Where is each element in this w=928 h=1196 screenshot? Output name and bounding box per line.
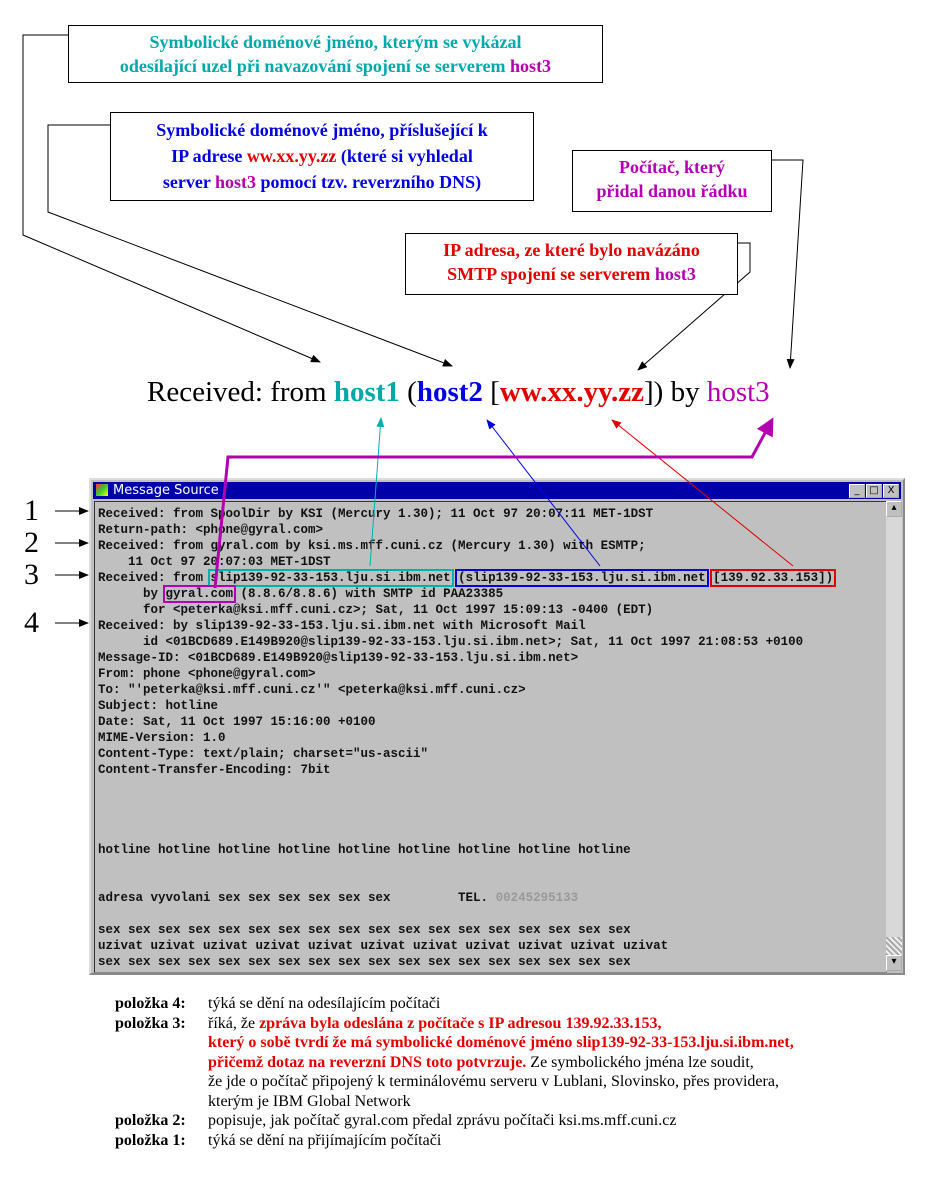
note-text: kterým je IBM Global Network [208,1092,411,1110]
note-label: položka 4: [115,995,186,1012]
host2-callout: Symbolické doménové jméno, příslušející … [110,112,534,201]
note-text: popisuje, jak počítač gyral.com předal z… [208,1112,677,1129]
host1-callout: Symbolické doménové jméno, kterým se vyk… [68,25,603,83]
host2-callout-arrow [47,124,453,367]
note-text: Ze symbolického jména lze soudit, [526,1053,754,1071]
header-line: (8.8.6/8.8.6) with SMTP id PAA23385 [233,587,504,601]
scroll-thumb[interactable] [886,937,902,955]
note-label: položka 2: [115,1112,186,1129]
scroll-up-button[interactable]: ▴ [886,501,902,517]
marker-3: 3 [24,558,39,591]
body-lines-end: sex sex sex sex sex sex sex sex sex sex … [98,923,669,969]
app-icon [96,484,108,496]
note-text: říká, že [208,1014,260,1032]
ip-callout-arrow [637,242,751,371]
note-text: týká se dění na odesílajícím počítači [208,995,441,1012]
note-label: položka 1: [115,1131,186,1149]
ip-highlight: [139.92.33.153]) [710,569,837,587]
marker-4: 4 [24,606,39,639]
message-text[interactable]: Received: from SpoolDir by KSI (Mercury … [94,501,887,973]
scroll-down-button[interactable]: ▾ [886,955,902,971]
host3-highlight: gyral.com [162,585,237,603]
minimize-button[interactable]: _ [849,484,865,498]
marker-1: 1 [24,494,39,527]
maximize-button[interactable]: □ [866,484,882,498]
close-button[interactable]: X [883,484,899,498]
note-text: týká se dění na přijímajícím počítači [208,1131,442,1149]
tel-line: adresa vyvolani sex sex sex sex sex sex … [98,891,496,905]
header-line: Received: from SpoolDir by KSI (Mercury … [98,507,654,521]
body-lines: for <peterka@ksi.mff.cuni.cz>; Sat, 11 O… [98,603,804,857]
header-line: Received: from [98,571,211,585]
received-template: Received: from host1 (host2 [ww.xx.yy.zz… [147,376,770,408]
host3-callout-arrow [772,159,804,369]
note-text: že jde o počítač připojený k terminálové… [208,1073,779,1090]
tel-number: 00245295133 [495,891,579,905]
note-highlight: zpráva byla odeslána z počítače s IP adr… [259,1014,662,1032]
explanation-notes: položka 4: týká se dění na odesílajícím p… [115,994,794,1150]
header-line: 11 Oct 97 20:07:03 MET-1DST [98,555,331,569]
host2-highlight: (slip139-92-33-153.lju.si.ibm.net [455,569,709,587]
note-highlight: přičemž dotaz na reverzní DNS toto potvr… [208,1053,527,1071]
vertical-scrollbar[interactable]: ▴ ▾ [886,501,902,971]
host1-callout-arrow [22,34,321,363]
header-line: Return-path: <phone@gyral.com> [98,523,324,537]
note-label: položka 3: [115,1014,186,1032]
window-title: Message Source [113,483,219,498]
header-line: Received: from gyral.com by ksi.ms.mff.c… [98,539,646,553]
header-line: by [98,587,166,601]
note-highlight: který o sobě tvrdí že má symbolické domé… [208,1034,794,1051]
host1-highlight: slip139-92-33-153.lju.si.ibm.net [207,569,454,587]
title-bar[interactable]: Message Source _ □ X [93,482,901,499]
marker-2: 2 [24,526,39,559]
message-source-window: Message Source _ □ X Received: from Spoo… [89,478,905,975]
